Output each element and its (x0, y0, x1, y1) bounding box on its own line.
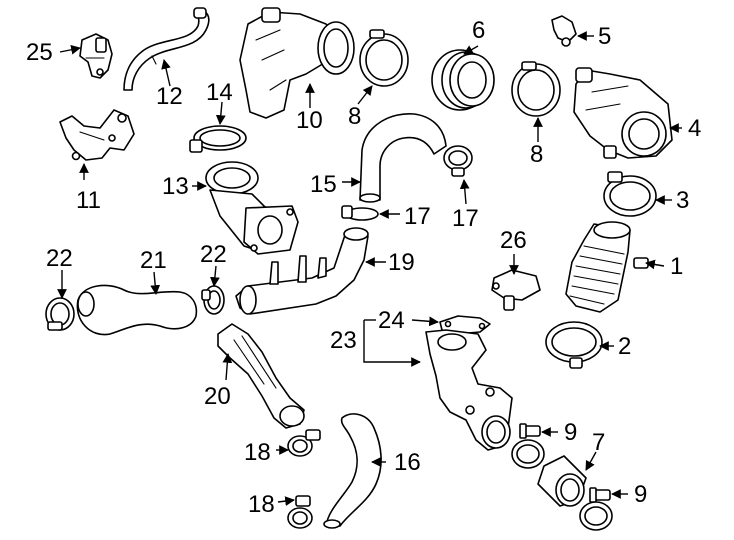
callout-9a: 9 (564, 419, 577, 446)
part-23-housing (425, 329, 513, 451)
callout-19: 19 (388, 249, 415, 276)
part-15-hose (359, 113, 447, 203)
callout-2: 2 (618, 333, 631, 360)
callout-7: 7 (592, 429, 605, 456)
part-2-clamp (545, 321, 603, 369)
callout-22a: 22 (46, 245, 73, 272)
part-12-hose (123, 7, 210, 91)
callout-labels: 1 2 3 4 5 6 7 8 8 9 9 10 11 12 13 14 15 … (26, 17, 701, 518)
part-18-clamp-a (287, 429, 321, 457)
part-17-clamp-a (443, 145, 473, 177)
callout-4: 4 (688, 115, 701, 142)
part-16-hose (323, 413, 382, 529)
part-11-bracket (59, 109, 135, 161)
part-13-elbow (205, 161, 299, 255)
part-25-sensor (79, 33, 113, 79)
callout-9b: 9 (634, 481, 647, 508)
part-22-clamp-b (201, 285, 225, 315)
part-5-clip (551, 15, 577, 47)
callout-22b: 22 (200, 241, 227, 268)
part-10-intake-elbow (239, 7, 355, 119)
callout-13: 13 (162, 173, 189, 200)
part-19-pipe (235, 227, 369, 315)
callout-8a: 8 (348, 103, 361, 130)
callout-3: 3 (676, 187, 689, 214)
part-18-clamp-b (287, 495, 313, 529)
part-14-clamp (189, 125, 247, 153)
part-20-duct (217, 323, 305, 429)
callout-23: 23 (330, 327, 357, 354)
callout-11: 11 (76, 187, 101, 214)
callout-25: 25 (26, 39, 53, 66)
part-17-clamp-b (341, 205, 379, 221)
part-7-coupler (537, 455, 587, 507)
part-9-clamp-ring-a (511, 439, 545, 469)
part-1-bellows (565, 221, 649, 313)
callout-20: 20 (204, 383, 231, 410)
part-21-hose (76, 284, 198, 336)
part-26-sensor (491, 269, 541, 311)
part-6-coupler (431, 49, 495, 111)
callout-12: 12 (156, 83, 183, 110)
callout-26: 26 (500, 227, 527, 254)
callout-16: 16 (394, 449, 421, 476)
callout-14: 14 (206, 79, 233, 106)
callout-24: 24 (378, 307, 405, 334)
part-9-bolt-a (519, 423, 541, 439)
callout-5: 5 (598, 23, 611, 50)
leader-lines (57, 31, 682, 506)
part-9-bolt-b (589, 487, 611, 503)
callout-10: 10 (296, 107, 323, 134)
part-3-clamp (603, 171, 657, 217)
callout-8b: 8 (530, 141, 543, 168)
callout-15: 15 (310, 171, 337, 198)
part-8-clamp-b (511, 61, 561, 117)
callout-18a: 18 (244, 439, 271, 466)
callout-17a: 17 (452, 205, 479, 232)
part-22-clamp-a (45, 297, 75, 331)
part-9-clamp-ring-b (579, 501, 613, 531)
callout-21: 21 (140, 247, 167, 274)
part-4-resonator (573, 67, 673, 159)
callout-18b: 18 (248, 491, 275, 518)
callout-6: 6 (472, 17, 485, 44)
callout-17b: 17 (404, 203, 431, 230)
part-8-clamp-a (359, 29, 409, 87)
callout-1: 1 (670, 253, 683, 280)
